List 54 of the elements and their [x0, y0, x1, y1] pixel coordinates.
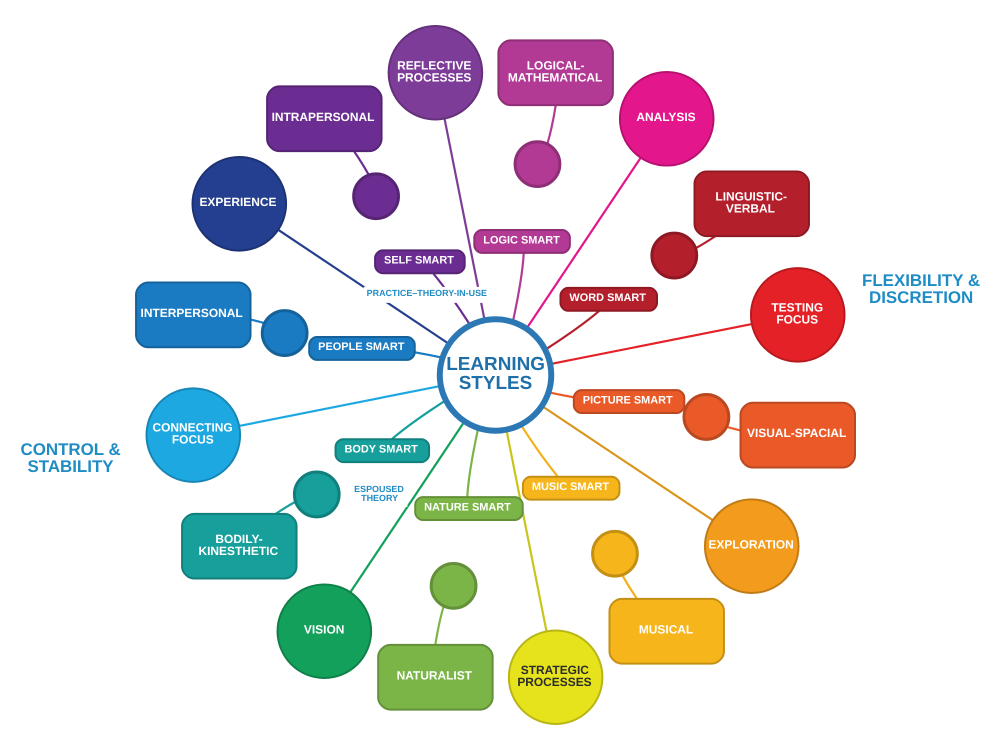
- connector: [505, 430, 548, 632]
- node-box: BODILY-KINESTHETIC: [181, 512, 298, 580]
- label: FLEXIBILITY & DISCRETION: [862, 271, 980, 307]
- node-box: PEOPLE SMART: [308, 336, 416, 361]
- node-box: INTRAPERSONAL: [266, 85, 383, 152]
- node-box: NATURALIST: [377, 644, 494, 711]
- node-circle: LEARNING STYLES: [436, 316, 554, 434]
- node-box: NATURE SMART: [414, 496, 524, 521]
- node-box: VISUAL-SPACIAL: [740, 402, 856, 468]
- connector: [621, 574, 638, 600]
- connector: [250, 318, 264, 324]
- node-circle: CONNECTING FOCUS: [146, 387, 242, 483]
- connector: [466, 428, 480, 497]
- node-circle: [352, 172, 400, 220]
- node-box: PICTURE SMART: [572, 389, 686, 414]
- connector: [512, 253, 525, 322]
- node-circle: [430, 562, 478, 610]
- node-circle: [514, 140, 562, 188]
- connector: [275, 500, 296, 515]
- node-circle: [650, 232, 698, 280]
- node-circle: [591, 530, 639, 578]
- node-circle: [292, 470, 341, 518]
- node-circle: [682, 393, 730, 441]
- connector: [544, 310, 600, 351]
- connector: [443, 118, 486, 320]
- connector: [520, 424, 558, 477]
- node-circle: STRATEGIC PROCESSES: [508, 629, 604, 726]
- connector: [541, 405, 714, 522]
- connector: [391, 399, 446, 440]
- node-box: MUSIC SMART: [522, 476, 620, 501]
- connector: [546, 105, 557, 144]
- node-circle: ANALYSIS: [618, 71, 714, 167]
- node-box: SELF SMART: [374, 249, 466, 274]
- node-box: LOGICAL-MATHEMATICAL: [497, 39, 614, 106]
- node-box: LINGUISTIC-VERBAL: [694, 170, 810, 238]
- node-box: LOGIC SMART: [473, 229, 571, 254]
- node-box: WORD SMART: [559, 286, 658, 312]
- label: CONTROL & STABILITY: [20, 440, 121, 476]
- connector: [726, 426, 741, 432]
- connector: [353, 150, 370, 176]
- node-circle: EXPLORATION: [704, 498, 800, 594]
- connector: [434, 606, 445, 645]
- edge-label: ESPOUSED THEORY: [354, 484, 404, 504]
- node-box: BODY SMART: [334, 438, 430, 464]
- node-circle: TESTING FOCUS: [750, 267, 846, 363]
- connector: [526, 157, 642, 330]
- edge-label: PRACTICE–THEORY-IN-USE: [366, 288, 488, 298]
- node-circle: [260, 309, 309, 357]
- node-circle: EXPERIENCE: [192, 156, 288, 252]
- connector: [695, 235, 716, 250]
- node-circle: REFLECTIVE PROCESSES: [388, 24, 484, 121]
- node-box: MUSICAL: [608, 598, 725, 665]
- node-box: INTERPERSONAL: [135, 282, 252, 348]
- node-circle: VISION: [276, 583, 372, 679]
